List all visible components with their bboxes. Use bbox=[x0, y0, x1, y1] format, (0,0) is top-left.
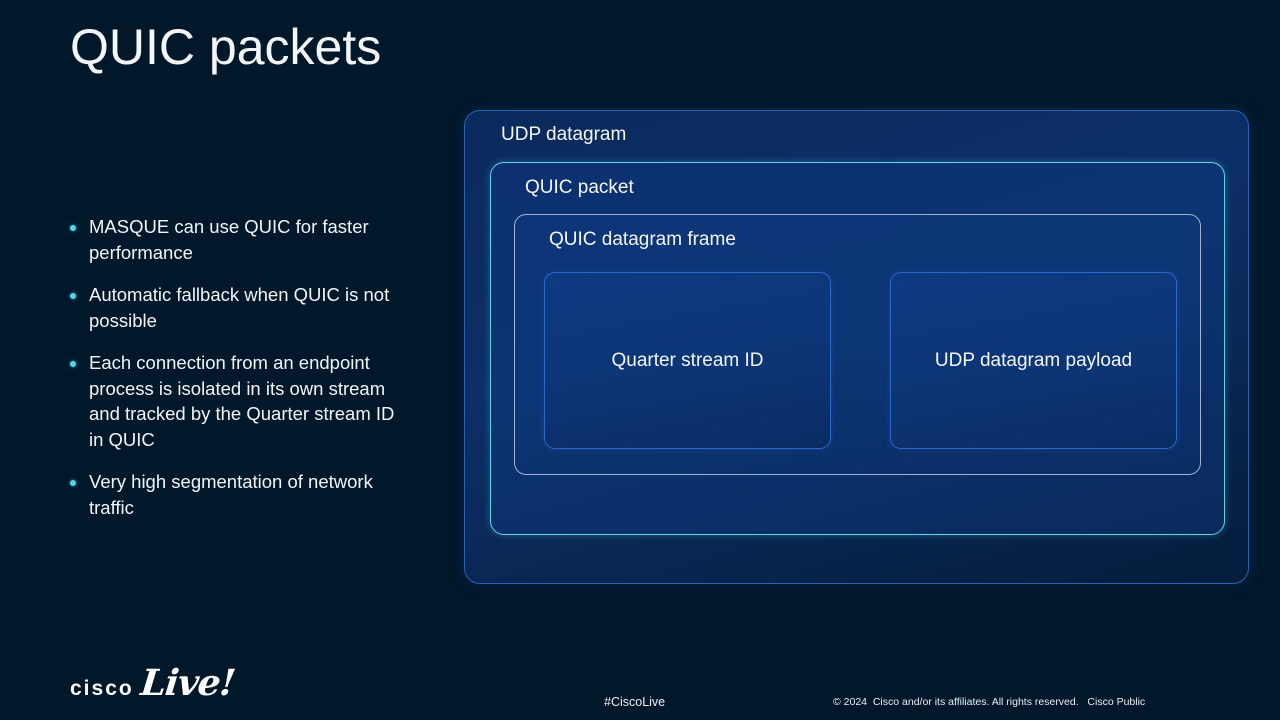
cisco-live-logo: cisco Live! bbox=[70, 662, 237, 704]
bullet-dot-icon bbox=[70, 293, 76, 299]
quarter-stream-id-label: Quarter stream ID bbox=[611, 349, 764, 371]
udp-datagram-container: UDP datagram QUIC packet QUIC datagram f… bbox=[464, 110, 1249, 584]
list-item: Very high segmentation of network traffi… bbox=[70, 469, 410, 520]
quic-packet-label: QUIC packet bbox=[525, 177, 634, 198]
bullet-dot-icon bbox=[70, 480, 76, 486]
list-item: MASQUE can use QUIC for faster performan… bbox=[70, 214, 410, 265]
list-item-label: Automatic fallback when QUIC is not poss… bbox=[89, 284, 390, 331]
quic-packet-container: QUIC packet QUIC datagram frame Quarter … bbox=[490, 162, 1225, 535]
copyright-footer: © 2024 Cisco and/or its affiliates. All … bbox=[833, 696, 1146, 708]
bullet-dot-icon bbox=[70, 225, 76, 231]
page-title: QUIC packets bbox=[70, 19, 382, 75]
udp-datagram-payload-label: UDP datagram payload bbox=[934, 349, 1133, 371]
list-item-label: Very high segmentation of network traffi… bbox=[89, 471, 373, 518]
udp-datagram-payload-field: UDP datagram payload bbox=[890, 272, 1177, 449]
list-item-label: MASQUE can use QUIC for faster performan… bbox=[89, 216, 369, 263]
cisco-wordmark: cisco bbox=[70, 677, 134, 700]
quic-datagram-frame-label: QUIC datagram frame bbox=[549, 229, 736, 250]
list-item-label: Each connection from an endpoint process… bbox=[89, 352, 395, 450]
hashtag-footer: #CiscoLive bbox=[604, 695, 666, 709]
quic-datagram-frame-container: QUIC datagram frame Quarter stream ID UD… bbox=[514, 214, 1201, 475]
list-item: Each connection from an endpoint process… bbox=[70, 350, 410, 452]
udp-datagram-label: UDP datagram bbox=[501, 124, 627, 145]
bullet-list: MASQUE can use QUIC for faster performan… bbox=[70, 214, 410, 537]
live-wordmark: Live! bbox=[138, 662, 237, 704]
list-item: Automatic fallback when QUIC is not poss… bbox=[70, 282, 410, 333]
bullet-dot-icon bbox=[70, 361, 76, 367]
quarter-stream-id-field: Quarter stream ID bbox=[544, 272, 831, 449]
